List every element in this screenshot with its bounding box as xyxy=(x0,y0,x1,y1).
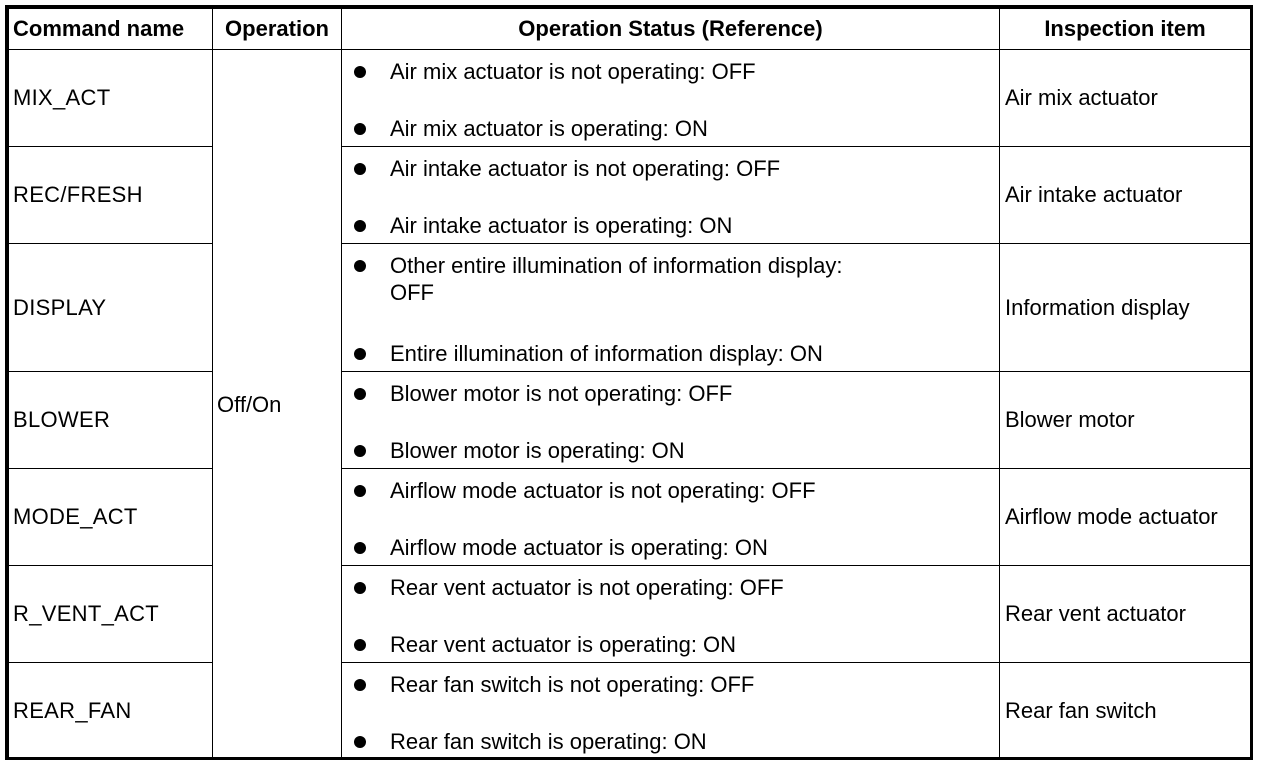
status-cell: Air intake actuator is not operating: OF… xyxy=(341,146,1000,244)
status-on-text: Air intake actuator is operating: ON xyxy=(390,213,733,238)
status-off-item: Air mix actuator is not operating: OFF xyxy=(354,58,989,85)
status-off-text: Rear vent actuator is not operating: OFF xyxy=(390,575,784,600)
header-operation-status: Operation Status (Reference) xyxy=(341,8,1000,50)
bullet-icon xyxy=(354,542,366,554)
status-on-item: Blower motor is operating: ON xyxy=(354,437,989,464)
status-off-item: Blower motor is not operating: OFF xyxy=(354,380,989,407)
status-cell: Rear vent actuator is not operating: OFF… xyxy=(341,565,1000,663)
status-on-item: Rear fan switch is operating: ON xyxy=(354,728,989,755)
status-off-item: Rear vent actuator is not operating: OFF xyxy=(354,574,989,601)
status-off-text-line2: OFF xyxy=(390,280,434,305)
bullet-icon xyxy=(354,123,366,135)
bullet-icon xyxy=(354,220,366,232)
bullet-icon xyxy=(354,348,366,360)
command-name-cell: MIX_ACT xyxy=(8,49,213,147)
bullet-icon xyxy=(354,679,366,691)
bullet-icon xyxy=(354,388,366,400)
status-on-item: Entire illumination of information displ… xyxy=(354,340,989,367)
command-name-cell: REC/FRESH xyxy=(8,146,213,244)
command-name-cell: MODE_ACT xyxy=(8,468,213,566)
status-on-text: Rear vent actuator is operating: ON xyxy=(390,632,737,657)
operation-cell: Off/On xyxy=(212,49,342,760)
bullet-icon xyxy=(354,66,366,78)
status-on-item: Air mix actuator is operating: ON xyxy=(354,115,989,142)
inspection-item-cell: Airflow mode actuator xyxy=(999,468,1251,566)
status-on-text: Air mix actuator is operating: ON xyxy=(390,116,708,141)
status-cell: Airflow mode actuator is not operating: … xyxy=(341,468,1000,566)
header-inspection-item: Inspection item xyxy=(999,8,1251,50)
table-row: MIX_ACT Off/On Air mix actuator is not o… xyxy=(8,49,1251,760)
bullet-icon xyxy=(354,582,366,594)
status-on-text: Blower motor is operating: ON xyxy=(390,438,685,463)
status-cell: Blower motor is not operating: OFF Blowe… xyxy=(341,371,1000,469)
status-off-item: Other entire illumination of information… xyxy=(354,252,989,306)
status-off-text: Blower motor is not operating: OFF xyxy=(390,381,733,406)
inspection-item-cell: Air mix actuator xyxy=(999,49,1251,147)
status-off-text: Air intake actuator is not operating: OF… xyxy=(390,156,781,181)
table-row: R_VENT_ACT Rear vent actuator is not ope… xyxy=(8,565,1251,663)
status-on-item: Airflow mode actuator is operating: ON xyxy=(354,534,989,561)
status-off-text-line1: Other entire illumination of information… xyxy=(390,253,843,278)
inspection-item-cell: Blower motor xyxy=(999,371,1251,469)
bullet-icon xyxy=(354,445,366,457)
command-table: Command name Operation Operation Status … xyxy=(8,8,1251,760)
status-on-text: Rear fan switch is operating: ON xyxy=(390,729,707,754)
table-row: REAR_FAN Rear fan switch is not operatin… xyxy=(8,662,1251,760)
table-row: REC/FRESH Air intake actuator is not ope… xyxy=(8,146,1251,244)
status-off-text: Air mix actuator is not operating: OFF xyxy=(390,59,756,84)
table-row: MODE_ACT Airflow mode actuator is not op… xyxy=(8,468,1251,566)
command-table-frame: Command name Operation Operation Status … xyxy=(5,5,1253,760)
status-off-text: Airflow mode actuator is not operating: … xyxy=(390,478,816,503)
header-row: Command name Operation Operation Status … xyxy=(8,8,1251,50)
status-off-item: Rear fan switch is not operating: OFF xyxy=(354,671,989,698)
bullet-icon xyxy=(354,639,366,651)
bullet-icon xyxy=(354,260,366,272)
status-on-text: Airflow mode actuator is operating: ON xyxy=(390,535,768,560)
bullet-icon xyxy=(354,485,366,497)
table-row: BLOWER Blower motor is not operating: OF… xyxy=(8,371,1251,469)
inspection-item-cell: Rear vent actuator xyxy=(999,565,1251,663)
inspection-item-cell: Information display xyxy=(999,243,1251,372)
status-on-item: Rear vent actuator is operating: ON xyxy=(354,631,989,658)
status-off-text: Rear fan switch is not operating: OFF xyxy=(390,672,755,697)
command-name-cell: BLOWER xyxy=(8,371,213,469)
bullet-icon xyxy=(354,163,366,175)
command-name-cell: REAR_FAN xyxy=(8,662,213,760)
status-off-item: Airflow mode actuator is not operating: … xyxy=(354,477,989,504)
status-on-text: Entire illumination of information displ… xyxy=(390,341,823,366)
header-operation: Operation xyxy=(212,8,342,50)
status-cell: Other entire illumination of information… xyxy=(341,243,1000,372)
status-on-item: Air intake actuator is operating: ON xyxy=(354,212,989,239)
inspection-item-cell: Rear fan switch xyxy=(999,662,1251,760)
status-cell: Rear fan switch is not operating: OFF Re… xyxy=(341,662,1000,760)
command-name-cell: R_VENT_ACT xyxy=(8,565,213,663)
status-cell: Air mix actuator is not operating: OFF A… xyxy=(341,49,1000,147)
command-name-cell: DISPLAY xyxy=(8,243,213,372)
status-off-item: Air intake actuator is not operating: OF… xyxy=(354,155,989,182)
inspection-item-cell: Air intake actuator xyxy=(999,146,1251,244)
table-row: DISPLAY Other entire illumination of inf… xyxy=(8,243,1251,372)
bullet-icon xyxy=(354,736,366,748)
header-command-name: Command name xyxy=(8,8,213,50)
